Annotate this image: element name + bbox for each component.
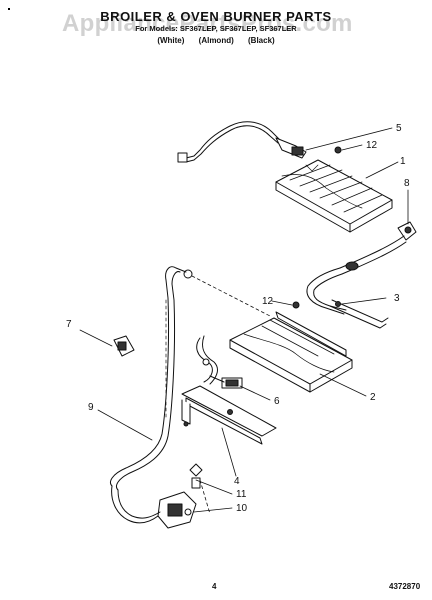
callout-10: 10	[236, 503, 248, 514]
color-black: (Black)	[248, 36, 275, 45]
orifice-hood-part	[397, 221, 417, 241]
callout-4: 4	[234, 476, 240, 487]
callout-11: 11	[236, 489, 247, 500]
color-almond: (Almond)	[198, 36, 234, 45]
callout-12-lower: 12	[262, 296, 274, 307]
fitting-part	[189, 463, 203, 489]
color-white: (White)	[157, 36, 185, 45]
igniter-lower-part	[196, 335, 243, 389]
burner-bracket-part	[181, 385, 277, 445]
broiler-burner-part	[275, 146, 393, 233]
callout-1: 1	[400, 156, 406, 167]
model-numbers: For Models: SF367LEP, SF367LEP, SF367LER	[135, 24, 297, 33]
callout-8: 8	[404, 178, 410, 189]
safety-valve-part	[111, 485, 197, 529]
broiler-burner-tube	[306, 235, 407, 315]
callout-9: 9	[88, 402, 94, 413]
callout-2: 2	[370, 392, 376, 403]
gas-tube-part	[110, 266, 193, 491]
corner-mark	[8, 8, 10, 10]
callout-labels: 5 12 1 8 3 12 7 2 6 9 4 11 10	[66, 123, 410, 514]
callout-3: 3	[394, 293, 400, 304]
callout-leaders	[79, 127, 409, 513]
junction-box-part	[113, 335, 135, 357]
igniter-upper-part	[177, 121, 307, 163]
callout-5: 5	[396, 123, 402, 134]
document-number: 4372870	[389, 582, 421, 591]
color-variants: (White) (Almond) (Black)	[0, 36, 432, 45]
watermark: AppliancePartsPros.com	[62, 10, 353, 37]
callout-7: 7	[66, 319, 72, 330]
page-number: 4	[212, 582, 217, 591]
callout-6: 6	[274, 396, 280, 407]
oven-burner-part	[229, 301, 353, 393]
spreader-rod-part	[329, 299, 389, 329]
page-title: BROILER & OVEN BURNER PARTS	[100, 9, 332, 24]
callout-12-upper: 12	[366, 140, 378, 151]
